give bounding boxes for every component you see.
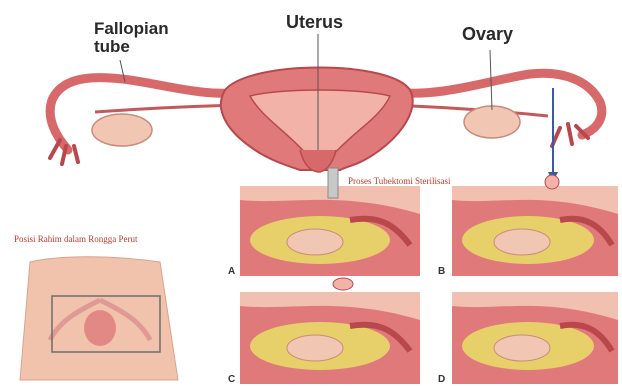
fallopian-label: Fallopian tube bbox=[94, 20, 169, 56]
uterus-label: Uterus bbox=[286, 12, 343, 33]
procedure-caption: Proses Tubektomi Sterilisasi bbox=[348, 176, 451, 186]
right-fimbriae bbox=[552, 124, 588, 146]
panel-letter-a: A bbox=[228, 266, 235, 277]
torso-panel bbox=[20, 257, 178, 380]
fallopian-label-line2: tube bbox=[94, 38, 169, 56]
panel-letter-c: C bbox=[228, 374, 235, 385]
panel-c bbox=[240, 278, 420, 384]
fallopian-label-line1: Fallopian bbox=[94, 20, 169, 38]
panel-letter-d: D bbox=[438, 374, 445, 385]
panel-letter-b: B bbox=[438, 266, 445, 277]
ovary-label: Ovary bbox=[462, 24, 513, 45]
location-caption: Posisi Rahim dalam Rongga Perut bbox=[14, 234, 138, 244]
left-ovary bbox=[92, 114, 152, 146]
panel-b bbox=[452, 175, 618, 276]
right-ovary bbox=[464, 106, 520, 138]
panel-d bbox=[452, 292, 618, 384]
